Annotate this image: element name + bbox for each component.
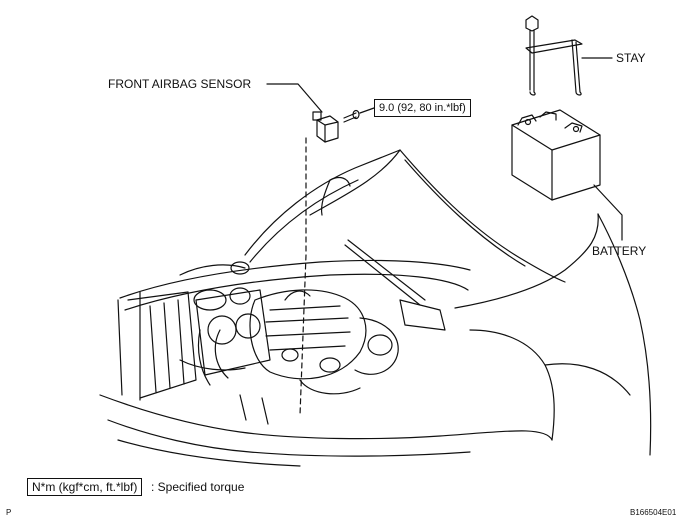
open-hood (244, 149, 566, 306)
stay-label: STAY (616, 51, 646, 65)
battery-part (511, 109, 623, 241)
specified-torque-text: : Specified torque (151, 480, 245, 494)
vehicle-body (99, 213, 652, 467)
front-airbag-sensor-part (266, 83, 375, 416)
torque-unit-box: N*m (kgf*cm, ft.*lbf) (27, 478, 143, 496)
front-airbag-sensor-label: FRONT AIRBAG SENSOR (108, 77, 252, 91)
footer-left-code: P (6, 508, 12, 517)
figure-code: B166504E01 (630, 508, 677, 517)
engine-bay (179, 261, 446, 425)
battery-label: BATTERY (592, 244, 647, 258)
torque-value-box: 9.0 (92, 80 in.*lbf) (374, 99, 471, 117)
battery-stay-part (525, 15, 613, 96)
